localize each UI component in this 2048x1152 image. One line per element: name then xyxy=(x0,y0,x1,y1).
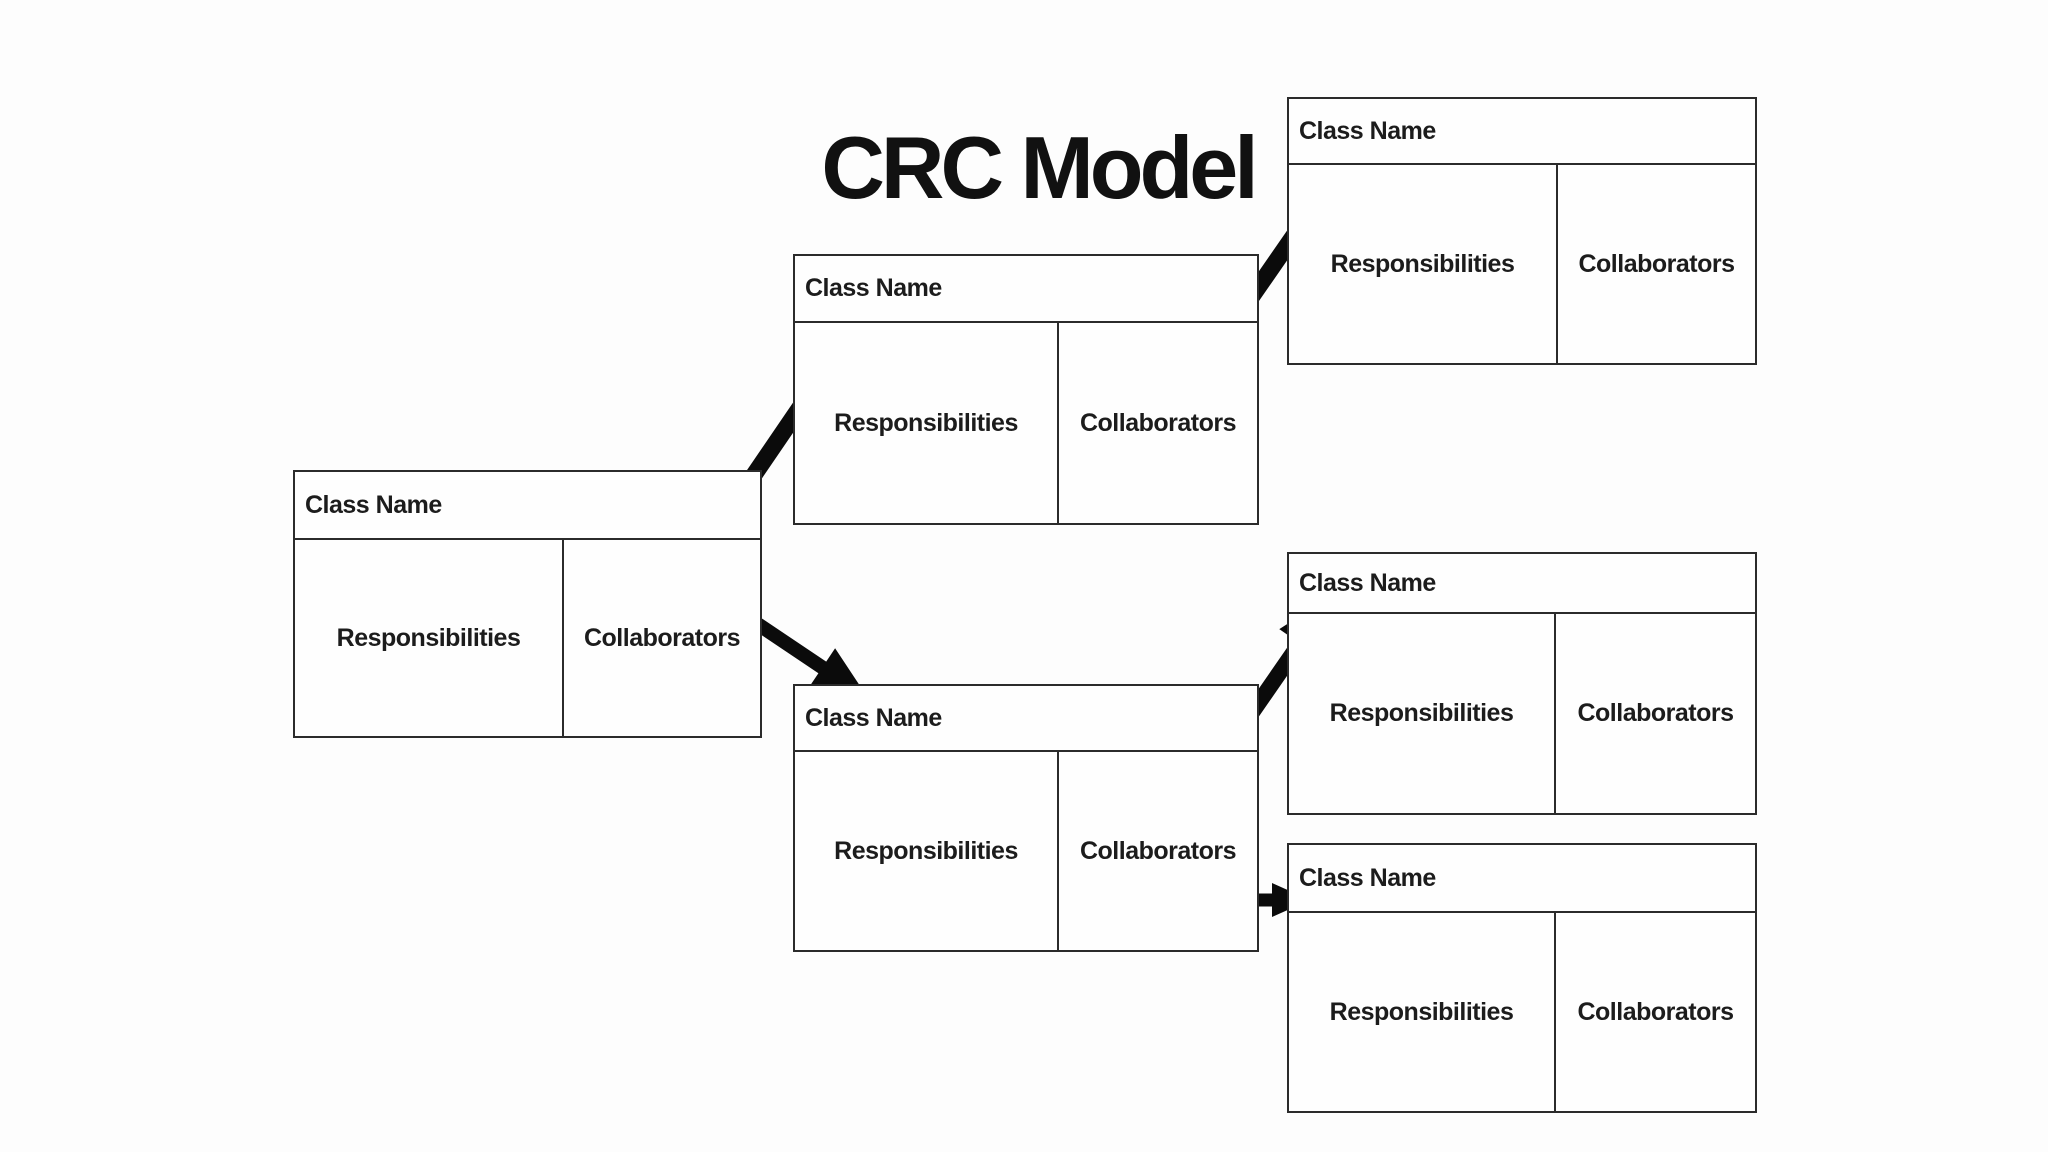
crc-card-card-5: Class Name Responsibilities Collaborator… xyxy=(1287,552,1757,815)
responsibilities-label: Responsibilities xyxy=(1329,699,1514,727)
responsibilities-label: Responsibilities xyxy=(1329,997,1514,1026)
class-name-cell: Class Name xyxy=(295,472,760,540)
responsibilities-label: Responsibilities xyxy=(1330,249,1515,278)
collaborators-cell: Collaborators xyxy=(1059,323,1257,523)
class-name-label: Class Name xyxy=(805,274,942,302)
crc-card-card-1: Class Name Responsibilities Collaborator… xyxy=(293,470,762,738)
class-name-cell: Class Name xyxy=(1289,554,1755,614)
class-name-cell: Class Name xyxy=(795,256,1257,323)
collaborators-label: Collaborators xyxy=(1578,249,1735,278)
card-body: Responsibilities Collaborators xyxy=(795,323,1257,523)
card-body: Responsibilities Collaborators xyxy=(295,540,760,736)
class-name-cell: Class Name xyxy=(1289,99,1755,165)
collaborators-label: Collaborators xyxy=(1079,408,1237,437)
class-name-cell: Class Name xyxy=(795,686,1257,752)
crc-card-card-6: Class Name Responsibilities Collaborator… xyxy=(1287,843,1757,1113)
responsibilities-cell: Responsibilities xyxy=(795,323,1059,523)
collaborators-cell: Collaborators xyxy=(564,540,760,736)
collaborators-cell: Collaborators xyxy=(1558,165,1755,363)
class-name-label: Class Name xyxy=(805,703,942,732)
class-name-label: Class Name xyxy=(1299,116,1436,145)
class-name-label: Class Name xyxy=(1299,568,1436,597)
crc-card-card-3: Class Name Responsibilities Collaborator… xyxy=(1287,97,1757,365)
collaborators-label: Collaborators xyxy=(583,623,741,652)
card-body: Responsibilities Collaborators xyxy=(1289,913,1755,1111)
class-name-cell: Class Name xyxy=(1289,845,1755,913)
crc-card-card-4: Class Name Responsibilities Collaborator… xyxy=(793,684,1259,952)
responsibilities-cell: Responsibilities xyxy=(1289,614,1556,813)
collaborators-label: Collaborators xyxy=(1577,997,1734,1026)
collaborators-cell: Collaborators xyxy=(1059,752,1257,950)
responsibilities-label: Responsibilities xyxy=(336,623,521,652)
responsibilities-cell: Responsibilities xyxy=(1289,165,1558,363)
class-name-label: Class Name xyxy=(305,490,442,519)
collaborators-cell: Collaborators xyxy=(1556,614,1755,813)
collaborators-label: Collaborators xyxy=(1079,836,1237,865)
collaborators-cell: Collaborators xyxy=(1556,913,1755,1111)
responsibilities-label: Responsibilities xyxy=(834,836,1018,865)
responsibilities-cell: Responsibilities xyxy=(795,752,1059,950)
responsibilities-cell: Responsibilities xyxy=(295,540,564,736)
card-body: Responsibilities Collaborators xyxy=(1289,614,1755,813)
class-name-label: Class Name xyxy=(1299,863,1436,892)
collaborators-label: Collaborators xyxy=(1577,699,1734,727)
responsibilities-cell: Responsibilities xyxy=(1289,913,1556,1111)
responsibilities-label: Responsibilities xyxy=(834,408,1018,437)
diagram-title: CRC Model xyxy=(821,118,1258,217)
crc-card-card-2: Class Name Responsibilities Collaborator… xyxy=(793,254,1259,525)
card-body: Responsibilities Collaborators xyxy=(795,752,1257,950)
card-body: Responsibilities Collaborators xyxy=(1289,165,1755,363)
